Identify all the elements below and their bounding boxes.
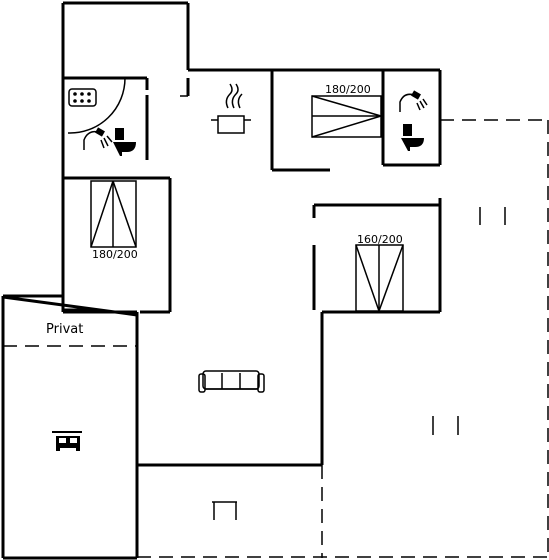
toilet-icon [113,128,136,156]
bed-left: 180/200 [90,180,138,261]
bed-size-label-upper: 180/200 [325,83,371,96]
shower-icon [399,90,428,112]
shower-icon [83,127,113,150]
bench-icon [212,501,237,520]
bed-size-label-left: 180/200 [92,248,138,261]
jacuzzi-icon [68,88,97,107]
sofa-icon [198,370,265,393]
bed-upper-right: 180/200 [311,83,382,138]
terrace-outlines [3,119,549,558]
north-room-walls [61,1,190,310]
bed-size-label-right: 160/200 [357,233,403,246]
terrace-furniture-marks [432,207,506,435]
toilet-icon [401,124,424,151]
bed-right: 160/200 [355,233,404,312]
main-walls [2,68,442,558]
privat-label: Privat [46,322,83,337]
car-icon [52,431,82,451]
door-swing-arc [67,77,126,134]
kitchen-pot-icon [211,83,251,134]
privat-walls [1,294,137,560]
